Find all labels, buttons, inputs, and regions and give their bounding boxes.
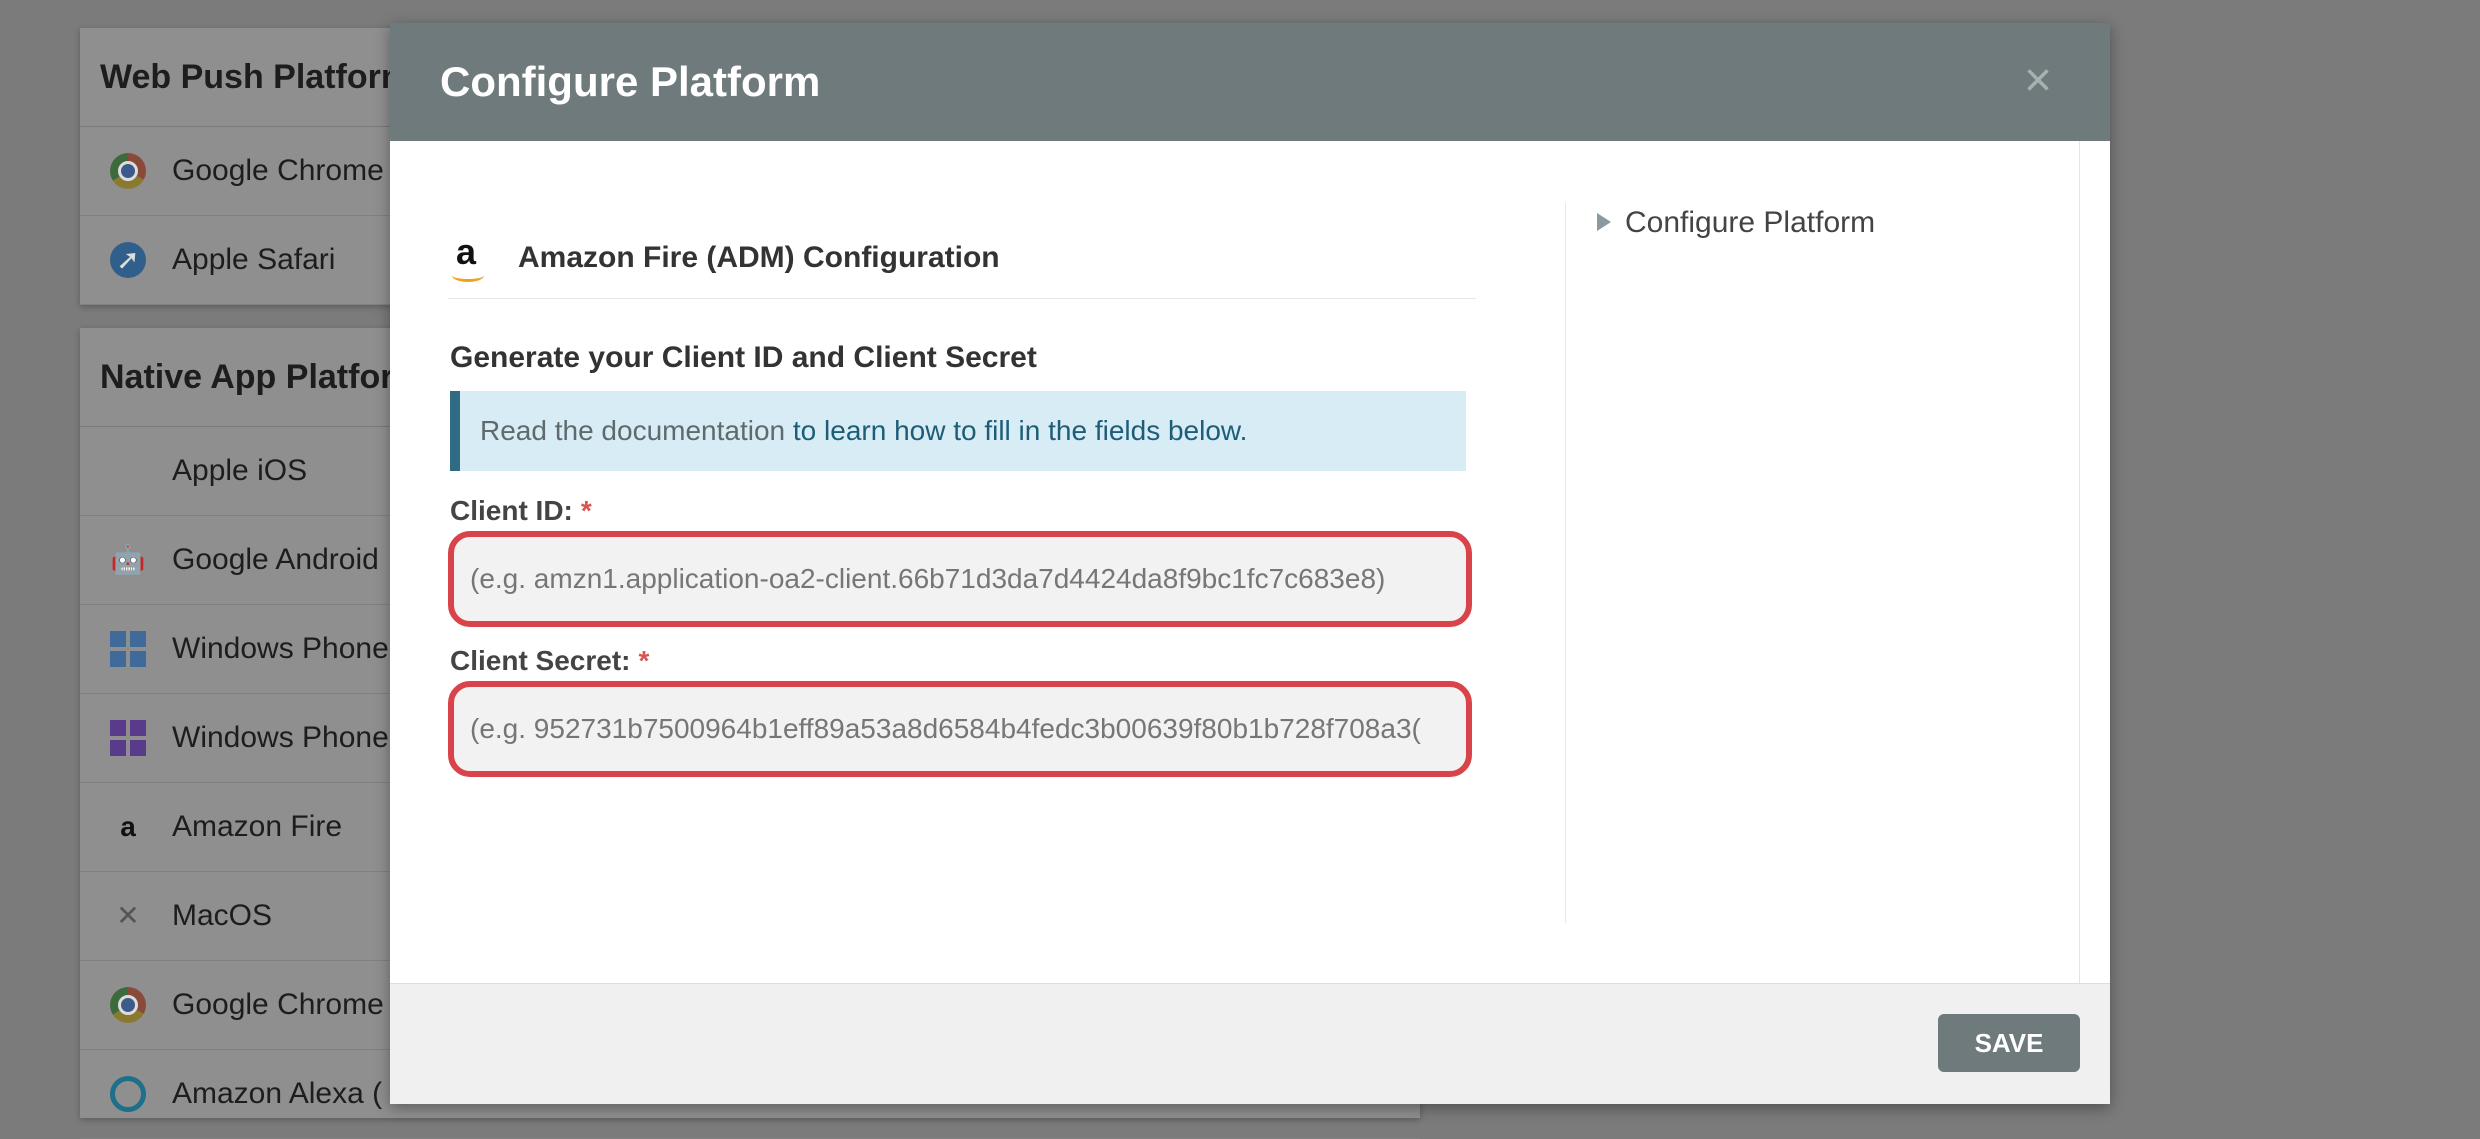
documentation-link[interactable]: to learn how to fill in the fields below… xyxy=(792,415,1248,446)
platform-label: Windows Phone xyxy=(172,721,389,754)
info-text: Read the documentation xyxy=(480,415,793,446)
side-nav-item-label: Configure Platform xyxy=(1625,206,1876,239)
client-secret-label-text: Client Secret: xyxy=(450,645,631,676)
windows-icon xyxy=(110,631,146,667)
config-header: a Amazon Fire (ADM) Configuration xyxy=(448,223,1476,299)
side-nav-divider xyxy=(1565,203,1566,923)
client-id-field-wrapper xyxy=(448,531,1472,627)
client-id-label: Client ID:* xyxy=(450,495,592,527)
client-id-input[interactable] xyxy=(454,537,1466,621)
required-marker: * xyxy=(580,495,592,526)
amazon-icon: a xyxy=(120,811,136,842)
close-icon[interactable]: × xyxy=(2023,54,2053,107)
client-secret-label: Client Secret:* xyxy=(450,645,649,677)
save-button[interactable]: SAVE xyxy=(1938,1014,2080,1072)
platform-label: MacOS xyxy=(172,899,273,932)
required-marker: * xyxy=(638,645,650,676)
windows-icon xyxy=(110,720,146,756)
config-title: Amazon Fire (ADM) Configuration xyxy=(518,241,1000,274)
modal-footer: SAVE xyxy=(390,983,2110,1104)
macos-icon: ✕ xyxy=(116,900,140,931)
documentation-info-box: Read the documentation to learn how to f… xyxy=(450,391,1466,471)
client-secret-input[interactable] xyxy=(454,687,1466,771)
alexa-icon xyxy=(110,1076,146,1112)
platform-label: Windows Phone xyxy=(172,632,389,665)
amazon-logo-icon: a xyxy=(448,231,488,282)
side-nav-item-configure-platform[interactable]: Configure Platform xyxy=(1597,203,1875,243)
apple-icon xyxy=(110,453,146,489)
configure-platform-modal: Configure Platform × a Amazon Fire (ADM)… xyxy=(390,23,2110,1104)
platform-label: Apple iOS xyxy=(172,454,308,487)
right-rail xyxy=(2079,141,2110,1007)
platform-label: Google Chrome xyxy=(172,988,384,1021)
section-title: Generate your Client ID and Client Secre… xyxy=(450,341,1037,374)
client-id-label-text: Client ID: xyxy=(450,495,573,526)
chrome-app-icon xyxy=(110,987,146,1023)
platform-label: Google Chrome xyxy=(172,154,384,187)
android-icon: 🤖 xyxy=(110,544,146,575)
platform-label: Amazon Fire xyxy=(172,810,343,843)
safari-icon: ➚ xyxy=(110,242,146,278)
platform-label: Apple Safari xyxy=(172,243,336,276)
modal-header: Configure Platform × xyxy=(390,23,2110,141)
modal-body: a Amazon Fire (ADM) Configuration Genera… xyxy=(390,141,2080,1007)
modal-title: Configure Platform xyxy=(440,58,821,105)
platform-label: Google Android xyxy=(172,543,379,576)
chrome-icon xyxy=(110,153,146,189)
platform-label: Amazon Alexa ( xyxy=(172,1077,383,1110)
caret-right-icon xyxy=(1597,213,1611,232)
client-secret-field-wrapper xyxy=(448,681,1472,777)
